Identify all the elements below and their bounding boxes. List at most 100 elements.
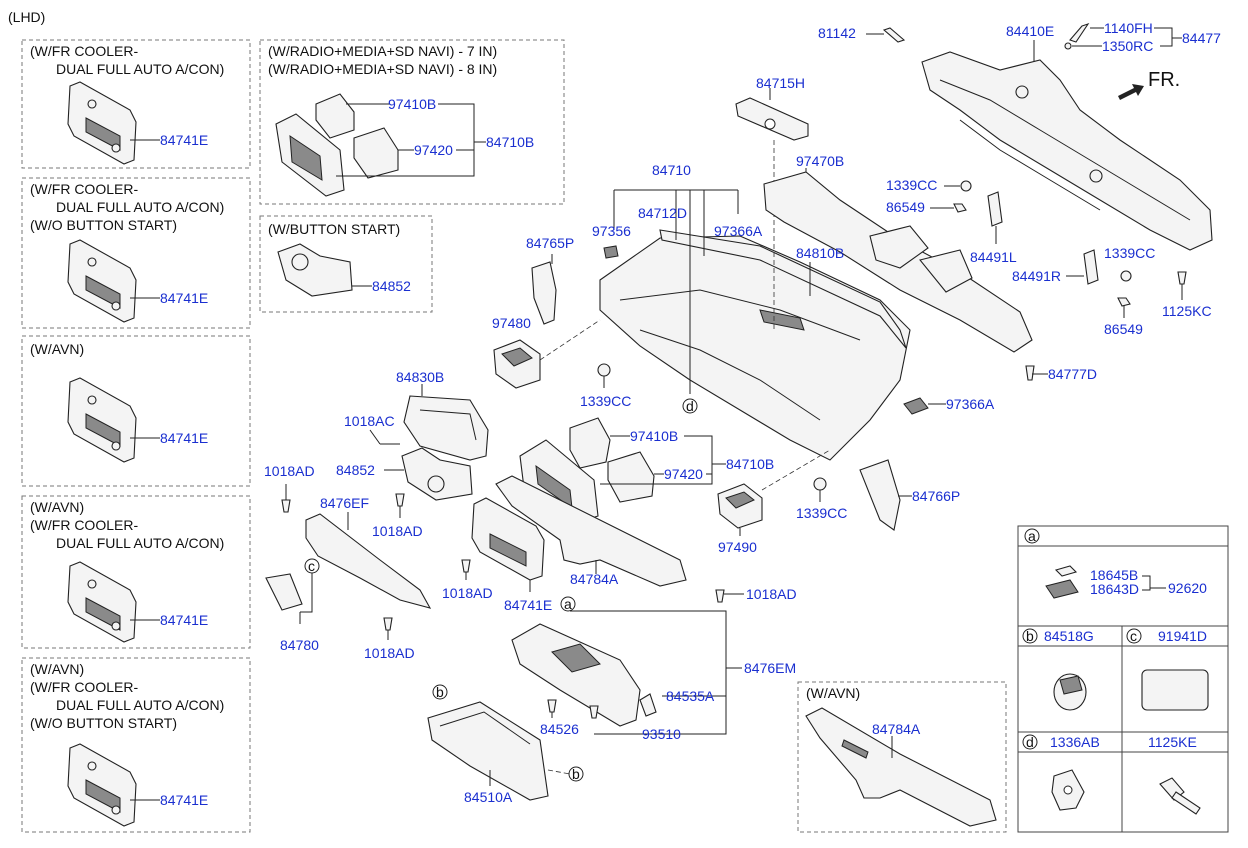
- front-direction-label: FR.: [1148, 69, 1180, 91]
- legend-18645B: 18645B: [1090, 567, 1138, 583]
- center-panel-graphic-6: [471, 497, 545, 581]
- callout-b-2-letter: b: [572, 766, 580, 782]
- label-84535A: 84535A: [666, 688, 715, 704]
- label-86549-2: 86549: [1104, 321, 1143, 337]
- callout-c-letter: c: [308, 558, 315, 574]
- damper-84535A-graphic: [639, 693, 657, 717]
- glovebox-housing-8476EM-graphic: [511, 623, 641, 727]
- variant-5-line-4: (W/O BUTTON START): [30, 715, 177, 731]
- label-1018AD-4: 1018AD: [746, 586, 797, 602]
- label-81142: 81142: [818, 25, 856, 41]
- label-97470B: 97470B: [796, 153, 844, 169]
- label-84780: 84780: [280, 637, 319, 653]
- legend-84518G: 84518G: [1044, 628, 1094, 644]
- bolt-1125KC-graphic: [1177, 271, 1187, 285]
- center-panel-graphic-5: [67, 743, 137, 827]
- variant-4-line-1: (W/AVN): [30, 499, 84, 515]
- avn-lower-box: [797, 681, 1007, 833]
- label-84741E-1: 84741E: [160, 132, 208, 148]
- screw-84526-graphic: [547, 699, 557, 713]
- label-84741E-3: 84741E: [160, 430, 208, 446]
- label-84715H: 84715H: [756, 75, 805, 91]
- label-97356: 97356: [592, 223, 631, 239]
- bracket-84715H-graphic: [735, 97, 809, 141]
- screw-graphic-1: [281, 499, 291, 513]
- label-97366A-1: 97366A: [714, 223, 763, 239]
- variant-4-line-3: DUAL FULL AUTO A/CON): [56, 535, 224, 551]
- nut-1350RC-graphic: [1064, 42, 1072, 50]
- button-start-box: [259, 215, 433, 313]
- label-1018AD-1: 1018AD: [264, 463, 315, 479]
- variant-1-line-2: DUAL FULL AUTO A/CON): [56, 61, 224, 77]
- legend-b-circle: [1022, 628, 1038, 644]
- clip-1339CC-graphic-2: [960, 180, 972, 192]
- center-panel-graphic-1: [67, 81, 137, 165]
- callout-b-1-letter: b: [436, 684, 444, 700]
- bolt-86549-graphic-1: [953, 203, 967, 213]
- label-84712D: 84712D: [638, 205, 687, 221]
- label-84852-1: 84852: [372, 278, 411, 294]
- variant-3-line-1: (W/AVN): [30, 341, 84, 357]
- legend-a-letter: a: [1028, 528, 1036, 544]
- bracket-84491L-graphic: [987, 191, 1003, 227]
- clip-1336AB-graphic: [1051, 769, 1085, 811]
- cover-84766P-graphic: [859, 459, 901, 531]
- label-84741E-4: 84741E: [160, 612, 208, 628]
- callout-b-2: [568, 766, 584, 782]
- legend-d-letter: d: [1026, 734, 1034, 750]
- screw-graphic-2: [395, 493, 405, 507]
- bolt-81142-graphic: [882, 27, 906, 43]
- label-1339CC-4: 1339CC: [1104, 245, 1155, 261]
- label-1350RC: 1350RC: [1102, 38, 1153, 54]
- bolt-84777D-graphic: [1025, 365, 1035, 381]
- bolt-1125KE-graphic: [1159, 777, 1201, 815]
- label-84810B: 84810B: [796, 245, 844, 261]
- label-84741E-2: 84741E: [160, 290, 208, 306]
- legend-c-circle: [1126, 628, 1142, 644]
- clip-1339CC-graphic-1: [597, 363, 611, 377]
- label-1018AD-3: 1018AD: [442, 585, 493, 601]
- legend-1336AB: 1336AB: [1050, 734, 1100, 750]
- vent-97490-graphic: [717, 483, 763, 529]
- label-84766P: 84766P: [912, 488, 960, 504]
- screw-graphic-3: [461, 559, 471, 573]
- bracket-84491R-graphic: [1083, 249, 1099, 285]
- cowl-crossbar-84410E-graphic: [921, 51, 1213, 251]
- legend-18643D: 18643D: [1090, 581, 1139, 597]
- label-84491L: 84491L: [970, 249, 1017, 265]
- cover-84780-graphic: [265, 573, 303, 611]
- front-direction-arrow: [1118, 84, 1144, 100]
- radio-line-1: (W/RADIO+MEDIA+SD NAVI) - 7 IN): [268, 43, 497, 59]
- label-97410B-1: 97410B: [388, 96, 436, 112]
- label-84777D: 84777D: [1048, 366, 1097, 382]
- center-panel-graphic-4: [67, 561, 137, 643]
- variant-5-line-2: (W/FR COOLER-: [30, 679, 138, 695]
- label-84710: 84710: [652, 162, 691, 178]
- label-84784A-1: 84784A: [570, 571, 619, 587]
- pad-91941D-graphic: [1141, 669, 1209, 711]
- legend-91941D: 91941D: [1158, 628, 1207, 644]
- label-84510A: 84510A: [464, 789, 513, 805]
- label-84710B-1: 84710B: [486, 134, 534, 150]
- label-84710B-2: 84710B: [726, 456, 774, 472]
- bulb-18645B-graphic: [1054, 565, 1078, 577]
- label-97490: 97490: [718, 539, 757, 555]
- callout-a-letter: a: [564, 596, 572, 612]
- bumper-84518G-graphic: [1053, 673, 1087, 711]
- label-84741E-7: 84741E: [504, 597, 552, 613]
- center-panel-graphic-2: [67, 239, 137, 323]
- label-97410B-2: 97410B: [630, 428, 678, 444]
- label-1339CC-2: 1339CC: [886, 177, 937, 193]
- label-84830B: 84830B: [396, 369, 444, 385]
- label-1339CC-3: 1339CC: [796, 505, 847, 521]
- callout-d: [682, 398, 698, 414]
- clip-1339CC-graphic-4: [1120, 270, 1132, 282]
- label-97420-2: 97420: [664, 466, 703, 482]
- cluster-84830B-graphic: [403, 395, 489, 461]
- label-1140FH: 1140FH: [1104, 20, 1153, 36]
- glovebox-84510A-graphic: [427, 701, 549, 801]
- vent-97366A-graphic: [903, 397, 929, 415]
- garnish-84784A-graphic-1: [495, 475, 687, 587]
- label-1339CC-1: 1339CC: [580, 393, 631, 409]
